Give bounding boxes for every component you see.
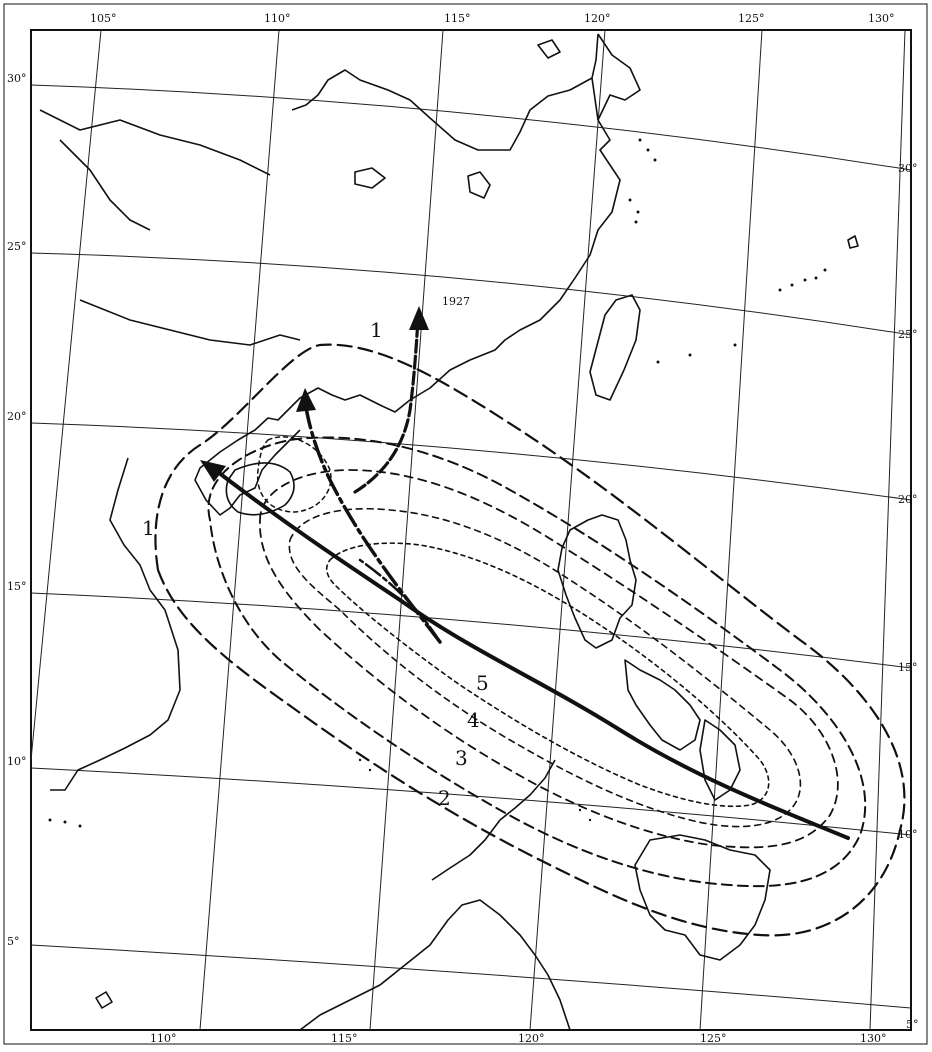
contour-4 [288, 507, 802, 828]
top-longitude-label: 120° [584, 12, 611, 25]
borneo-coast [299, 899, 571, 1031]
bottom-longitude-labels: 110° 115° 120° 125° 130° 5° [150, 1018, 919, 1045]
left-latitude-label: 15° [7, 580, 27, 593]
left-latitude-label: 20° [7, 410, 27, 423]
china-coastline [194, 33, 621, 516]
isopleth-contours [154, 343, 906, 937]
longitude-line-120 [529, 29, 606, 1031]
latitude-line-30 [30, 84, 912, 171]
top-longitude-label: 115° [444, 12, 471, 25]
left-latitude-label: 25° [7, 240, 27, 253]
contour-value-labels: 1 1 2 3 4 5 [142, 318, 489, 810]
latitude-line-5 [30, 944, 912, 1009]
arrowhead-north [409, 306, 429, 330]
contour-1 [154, 343, 906, 937]
island-dots [48, 138, 827, 828]
small-island-2 [847, 235, 859, 249]
contour-label: 1 [142, 516, 155, 540]
track-arrowheads [200, 306, 429, 482]
shandong-peninsula [597, 33, 641, 121]
contour-label: 3 [455, 746, 468, 770]
top-longitude-label: 125° [738, 12, 765, 25]
contour-3 [259, 469, 839, 849]
top-longitude-label: 110° [264, 12, 291, 25]
right-latitude-label: 20° [898, 493, 918, 506]
bottom-longitude-label: 5° [906, 1018, 919, 1031]
right-latitude-label: 10° [898, 828, 918, 841]
latitude-line-25 [30, 252, 912, 336]
top-longitude-label: 130° [868, 12, 895, 25]
bottom-longitude-label: 130° [860, 1032, 887, 1045]
river-1 [39, 109, 271, 176]
coastlines [39, 33, 859, 1031]
small-island-3 [95, 991, 113, 1009]
bottom-longitude-label: 120° [518, 1032, 545, 1045]
right-latitude-labels: 30° 25° 20° 15° 10° [898, 162, 918, 841]
contour-label: 5 [476, 671, 489, 695]
contour-5 [325, 542, 770, 808]
mindanao-island [634, 834, 771, 961]
longitude-line-115 [369, 29, 444, 1031]
lake-1 [354, 167, 386, 189]
longitude-line-125 [699, 29, 763, 1031]
bottom-longitude-label: 125° [700, 1032, 727, 1045]
latitude-line-10 [30, 767, 912, 836]
main-track [208, 464, 850, 840]
latitude-line-15 [30, 592, 912, 669]
top-longitude-label: 105° [90, 12, 117, 25]
indochina-coast [50, 457, 181, 791]
contour-label: 4 [467, 708, 480, 732]
top-longitude-labels: 105° 110° 115° 120° 125° 130° [90, 12, 895, 25]
contour-label: 1 [370, 318, 383, 342]
branch-track-west [303, 398, 442, 644]
right-latitude-label: 30° [898, 162, 918, 175]
palawan-island [431, 759, 556, 881]
river-3 [59, 139, 151, 231]
lake-2 [467, 171, 491, 199]
left-latitude-label: 5° [7, 935, 20, 948]
longitude-line-110 [199, 29, 280, 1031]
contour-label: 2 [438, 786, 451, 810]
bottom-longitude-label: 110° [150, 1032, 177, 1045]
longitude-line-130 [869, 29, 906, 1031]
hainan-island [225, 462, 295, 516]
longitude-line-105 [30, 29, 102, 761]
arrowhead-west [200, 460, 226, 482]
luzon-island [557, 514, 637, 649]
bottom-longitude-label: 115° [331, 1032, 358, 1045]
small-island-1 [537, 39, 561, 59]
map-frame [3, 3, 928, 1045]
latitude-line-20 [30, 422, 912, 501]
visayas-islands [624, 659, 701, 751]
graticule [30, 29, 912, 1031]
branch-track-north [353, 318, 420, 494]
river-2 [79, 299, 301, 346]
arrowhead-northwest [296, 388, 316, 412]
left-latitude-label: 30° [7, 72, 27, 85]
track-year-label: 1927 [442, 295, 470, 308]
contour-inner [256, 436, 332, 513]
right-latitude-label: 25° [898, 328, 918, 341]
typhoon-tracks [208, 318, 850, 840]
taiwan-island [589, 294, 641, 401]
contour-2 [207, 436, 867, 888]
left-latitude-label: 10° [7, 755, 27, 768]
branch-track-mid [358, 558, 442, 644]
left-latitude-labels: 30° 25° 20° 15° 10° 5° [7, 72, 27, 948]
right-latitude-label: 15° [898, 661, 918, 674]
